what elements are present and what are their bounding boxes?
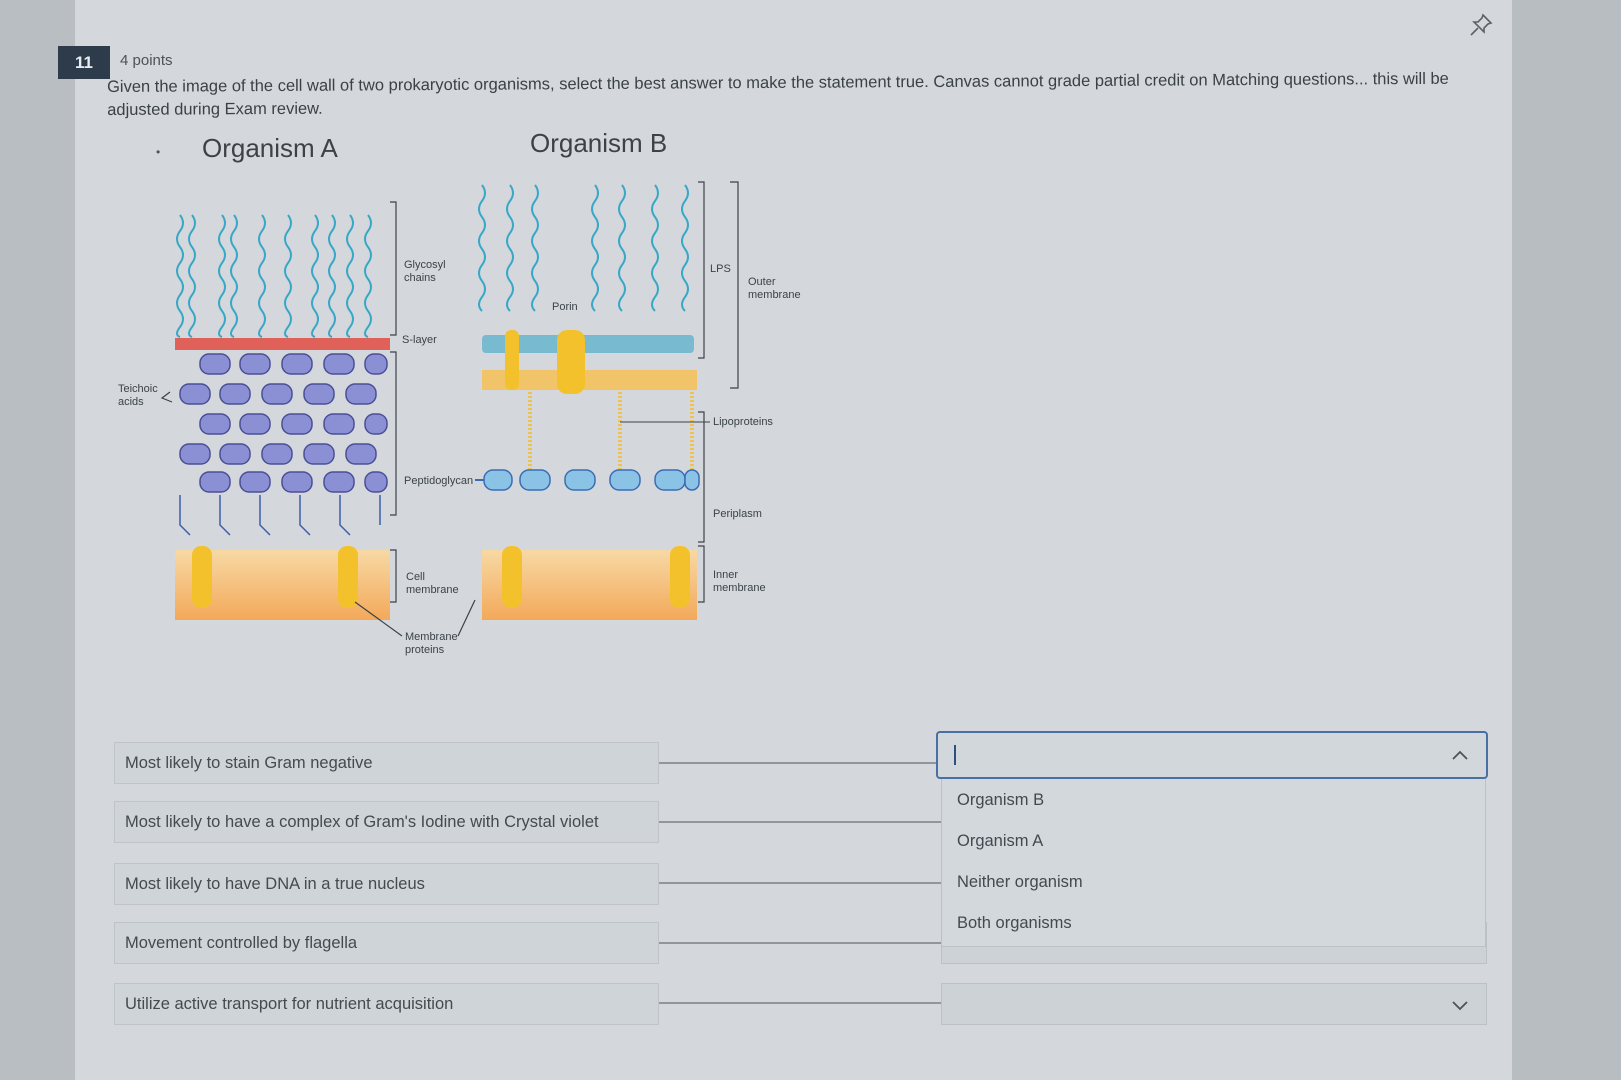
label-inner-membrane-1: Inner <box>713 569 738 581</box>
statement-4: Movement controlled by flagella <box>114 922 659 964</box>
label-periplasm: Periplasm <box>713 508 762 520</box>
statement-5: Utilize active transport for nutrient ac… <box>114 983 659 1025</box>
label-glycosyl-2: chains <box>404 272 436 284</box>
screen-bezel-right <box>1512 0 1621 1080</box>
cell-wall-diagram: Glycosyl chains S-layer Teichoic acids P… <box>118 181 801 656</box>
label-glycosyl-1: Glycosyl <box>404 259 446 271</box>
label-membrane-proteins-1: Membrane <box>405 631 458 643</box>
option-organism-b[interactable]: Organism B <box>957 791 1045 809</box>
connector-line <box>659 882 941 884</box>
connector-line <box>659 942 941 944</box>
lps-chains <box>478 184 689 312</box>
statement-3: Most likely to have DNA in a true nucleu… <box>114 863 659 905</box>
question-prompt: Given the image of the cell wall of two … <box>107 69 1449 119</box>
label-outer-membrane-2: membrane <box>748 289 801 301</box>
statement-1: Most likely to stain Gram negative <box>114 742 659 784</box>
answer-options-list: Organism B Organism A Neither organism B… <box>941 779 1486 947</box>
connector-line <box>659 762 941 764</box>
label-teichoic-2: acids <box>118 396 144 408</box>
question-number-badge: 11 <box>58 46 110 79</box>
label-s-layer: S-layer <box>402 334 437 346</box>
question-points: 4 points <box>120 52 173 69</box>
label-cell-membrane-2: membrane <box>406 584 459 596</box>
option-organism-a[interactable]: Organism A <box>957 832 1044 850</box>
statement-2: Most likely to have a complex of Gram's … <box>114 801 659 843</box>
label-peptidoglycan: Peptidoglycan <box>404 475 473 487</box>
option-neither-organism[interactable]: Neither organism <box>957 873 1083 891</box>
label-inner-membrane-2: membrane <box>713 582 766 594</box>
answer-select-1[interactable] <box>936 731 1488 779</box>
peptidoglycan-a <box>179 353 388 493</box>
label-cell-membrane-1: Cell <box>406 571 425 583</box>
pin-icon[interactable] <box>1468 12 1494 38</box>
organism-b-title: Organism B <box>530 128 668 158</box>
connector-line <box>659 821 941 823</box>
option-both-organisms[interactable]: Both organisms <box>957 914 1072 932</box>
outer-membrane <box>482 335 694 353</box>
porin <box>557 330 585 394</box>
label-lipoproteins: Lipoproteins <box>713 416 773 428</box>
organism-a-title: Organism A <box>202 133 338 163</box>
bullet-mark: • <box>156 145 161 159</box>
chevron-up-icon[interactable] <box>1450 746 1470 766</box>
label-porin: Porin <box>552 301 578 313</box>
screen-bezel-left <box>0 0 75 1080</box>
peptidoglycan-b <box>483 469 700 491</box>
label-membrane-proteins-2: proteins <box>405 644 445 656</box>
text-caret <box>954 745 956 765</box>
label-lps: LPS <box>710 263 731 275</box>
s-layer <box>175 338 390 350</box>
glycosyl-chains <box>176 214 372 338</box>
connector-line <box>659 1002 941 1004</box>
chevron-down-icon[interactable] <box>1450 995 1470 1015</box>
label-teichoic-1: Teichoic <box>118 383 158 395</box>
label-outer-membrane-1: Outer <box>748 276 776 288</box>
answer-select-5[interactable] <box>941 983 1487 1025</box>
